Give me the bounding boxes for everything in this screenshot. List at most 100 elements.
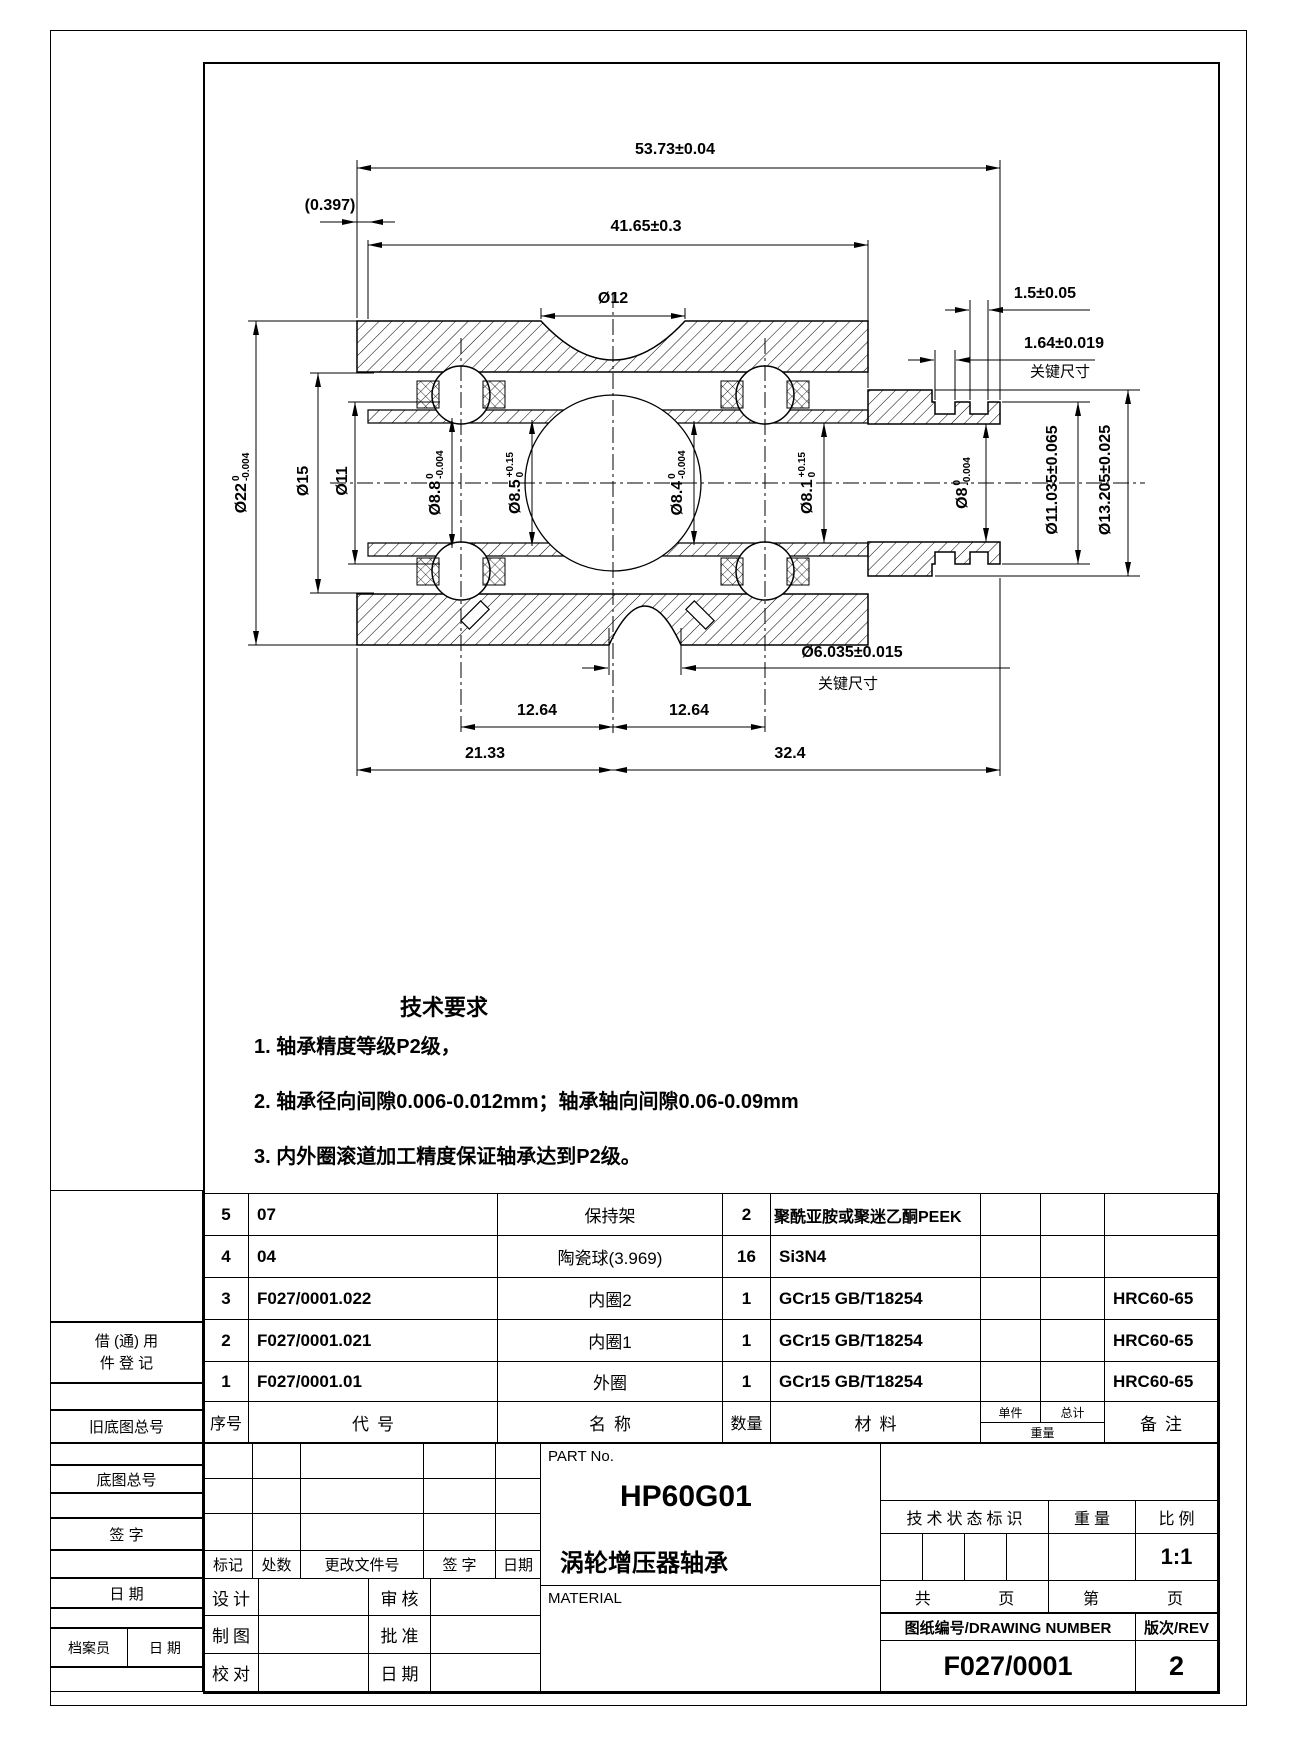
drawing-frame: [203, 62, 1220, 1694]
dim-len-right: 32.4: [774, 745, 806, 762]
bom-row-total-weight: [1040, 1277, 1105, 1320]
staff-design: 设计: [203, 1578, 259, 1616]
tech-status-cell: [922, 1533, 965, 1581]
rev-header-count: 处数: [252, 1550, 301, 1579]
bom-row-remark: [1104, 1193, 1218, 1236]
centerlines: [330, 292, 1145, 733]
margin-box-empty: [50, 1190, 203, 1322]
weight-label: 重量: [1048, 1500, 1136, 1534]
bom-row-material: GCr15 GB/T18254: [770, 1277, 981, 1320]
bom-row-name: 陶瓷球(3.969): [497, 1235, 723, 1278]
bom-row-total-weight: [1040, 1235, 1105, 1278]
bom-row-code: 04: [248, 1235, 498, 1278]
bom-row-remark: HRC60-65: [1104, 1361, 1218, 1402]
rev-empty: [300, 1443, 424, 1479]
dim-outer-length: 41.65±0.3: [610, 218, 682, 235]
bom-header-material: 材料: [770, 1401, 981, 1443]
bom-row-unit-weight: [980, 1361, 1041, 1402]
rev-header-date: 日期: [495, 1550, 541, 1579]
rev-header-mark: 标记: [203, 1550, 253, 1579]
bom-row-code: 07: [248, 1193, 498, 1236]
tech-status-label: 技术状态标识: [880, 1500, 1049, 1534]
bom-row-no: 5: [203, 1193, 249, 1236]
margin-borrow-register: 借 (通) 用 件 登 记: [50, 1322, 203, 1383]
rev-empty: [252, 1443, 301, 1479]
margin-box-empty: [50, 1443, 203, 1465]
bom-header-qty: 数量: [722, 1401, 771, 1443]
dim-groove-width: 1.5±0.05: [1013, 285, 1077, 302]
rev-empty: [423, 1478, 496, 1514]
bom-row-no: 2: [203, 1319, 249, 1362]
cage-blocks: [416, 380, 810, 586]
bom-row-name: 外圈: [497, 1361, 723, 1402]
sheet-no-label: 第: [1082, 1590, 1099, 1608]
dim-total-length: 53.73±0.04: [635, 141, 715, 158]
bom-row-qty: 2: [722, 1193, 771, 1236]
rev-empty: [252, 1478, 301, 1514]
margin-sign: 签 字: [50, 1518, 203, 1550]
bom-header-no: 序号: [203, 1401, 249, 1443]
shaft-end-section: [867, 389, 1001, 577]
margin-box-empty: [50, 1608, 203, 1628]
margin-box-empty: [50, 1493, 203, 1518]
dim-dia-6035: Ø6.035±0.015: [801, 644, 903, 661]
rev-value: 2: [1135, 1640, 1218, 1692]
bom-header-unit: 单件: [980, 1401, 1041, 1423]
rev-empty: [495, 1443, 541, 1479]
margin-base-no: 底图总号: [50, 1465, 203, 1493]
rev-label: 版次/REV: [1135, 1613, 1218, 1641]
bom-row-qty: 1: [722, 1319, 771, 1362]
bom-header-remark: 备注: [1104, 1401, 1218, 1443]
title-empty-box: [880, 1443, 1218, 1501]
tech-status-cell: [1006, 1533, 1049, 1581]
key-dimension-note: 关键尺寸: [1029, 363, 1091, 381]
bom-row-remark: HRC60-65: [1104, 1319, 1218, 1362]
bom-row-no: 1: [203, 1361, 249, 1402]
margin-archivist: 档案员: [50, 1628, 128, 1667]
rev-empty: [203, 1478, 253, 1514]
dim-dia-11: Ø11: [334, 466, 351, 496]
margin-box-empty: [50, 1550, 203, 1578]
bom-row-no: 4: [203, 1235, 249, 1278]
staff-date: 日期: [368, 1653, 431, 1692]
tech-req-title: 技术要求: [400, 995, 489, 1020]
margin-box-empty: [50, 1667, 203, 1692]
bom-row-remark: HRC60-65: [1104, 1277, 1218, 1320]
scale-label: 比例: [1135, 1500, 1218, 1534]
scale-value: 1:1: [1135, 1533, 1218, 1581]
staff-check-value: [430, 1578, 541, 1616]
drawing-no-value: F027/0001: [880, 1640, 1136, 1692]
sheets-page-label: 页: [998, 1590, 1015, 1608]
dim-dia-15: Ø15: [295, 465, 312, 497]
rev-empty: [252, 1513, 301, 1551]
bom-row-unit-weight: [980, 1193, 1041, 1236]
bom-row-code: F027/0001.021: [248, 1319, 498, 1362]
staff-design-value: [258, 1578, 369, 1616]
bom-header-weight: 重量: [980, 1422, 1105, 1443]
part-no-label: PART No.: [548, 1448, 614, 1465]
sheet-no-cell: 第 页: [1048, 1580, 1218, 1613]
margin-borrow-line1: 借 (通) 用: [94, 1332, 159, 1350]
dim-dia-13205: Ø13.205±0.025: [1097, 424, 1114, 536]
bom-row-total-weight: [1040, 1361, 1105, 1402]
margin-box-empty: [50, 1383, 203, 1410]
staff-check: 审核: [368, 1578, 431, 1616]
dim-groove-key: 1.64±0.019: [1024, 335, 1104, 352]
dim-dia-11035: Ø11.035±0.065: [1044, 425, 1061, 535]
bearing-section-view: [248, 160, 1145, 776]
staff-proof-value: [258, 1653, 369, 1692]
bom-row-name: 内圈2: [497, 1277, 723, 1320]
dimension-lines: [253, 165, 1131, 773]
dim-pos-left: 12.64: [516, 702, 558, 719]
bom-row-qty: 1: [722, 1361, 771, 1402]
bom-header-total: 总计: [1040, 1401, 1105, 1423]
bom-row-name: 内圈1: [497, 1319, 723, 1362]
tech-req-item-2: 2. 轴承径向间隙0.006-0.012mm；轴承轴向间隙0.06-0.09mm: [254, 1091, 799, 1113]
bom-row-material: Si3N4: [770, 1235, 981, 1278]
tech-req-item-3: 3. 内外圈滚道加工精度保证轴承达到P2级。: [254, 1146, 641, 1168]
